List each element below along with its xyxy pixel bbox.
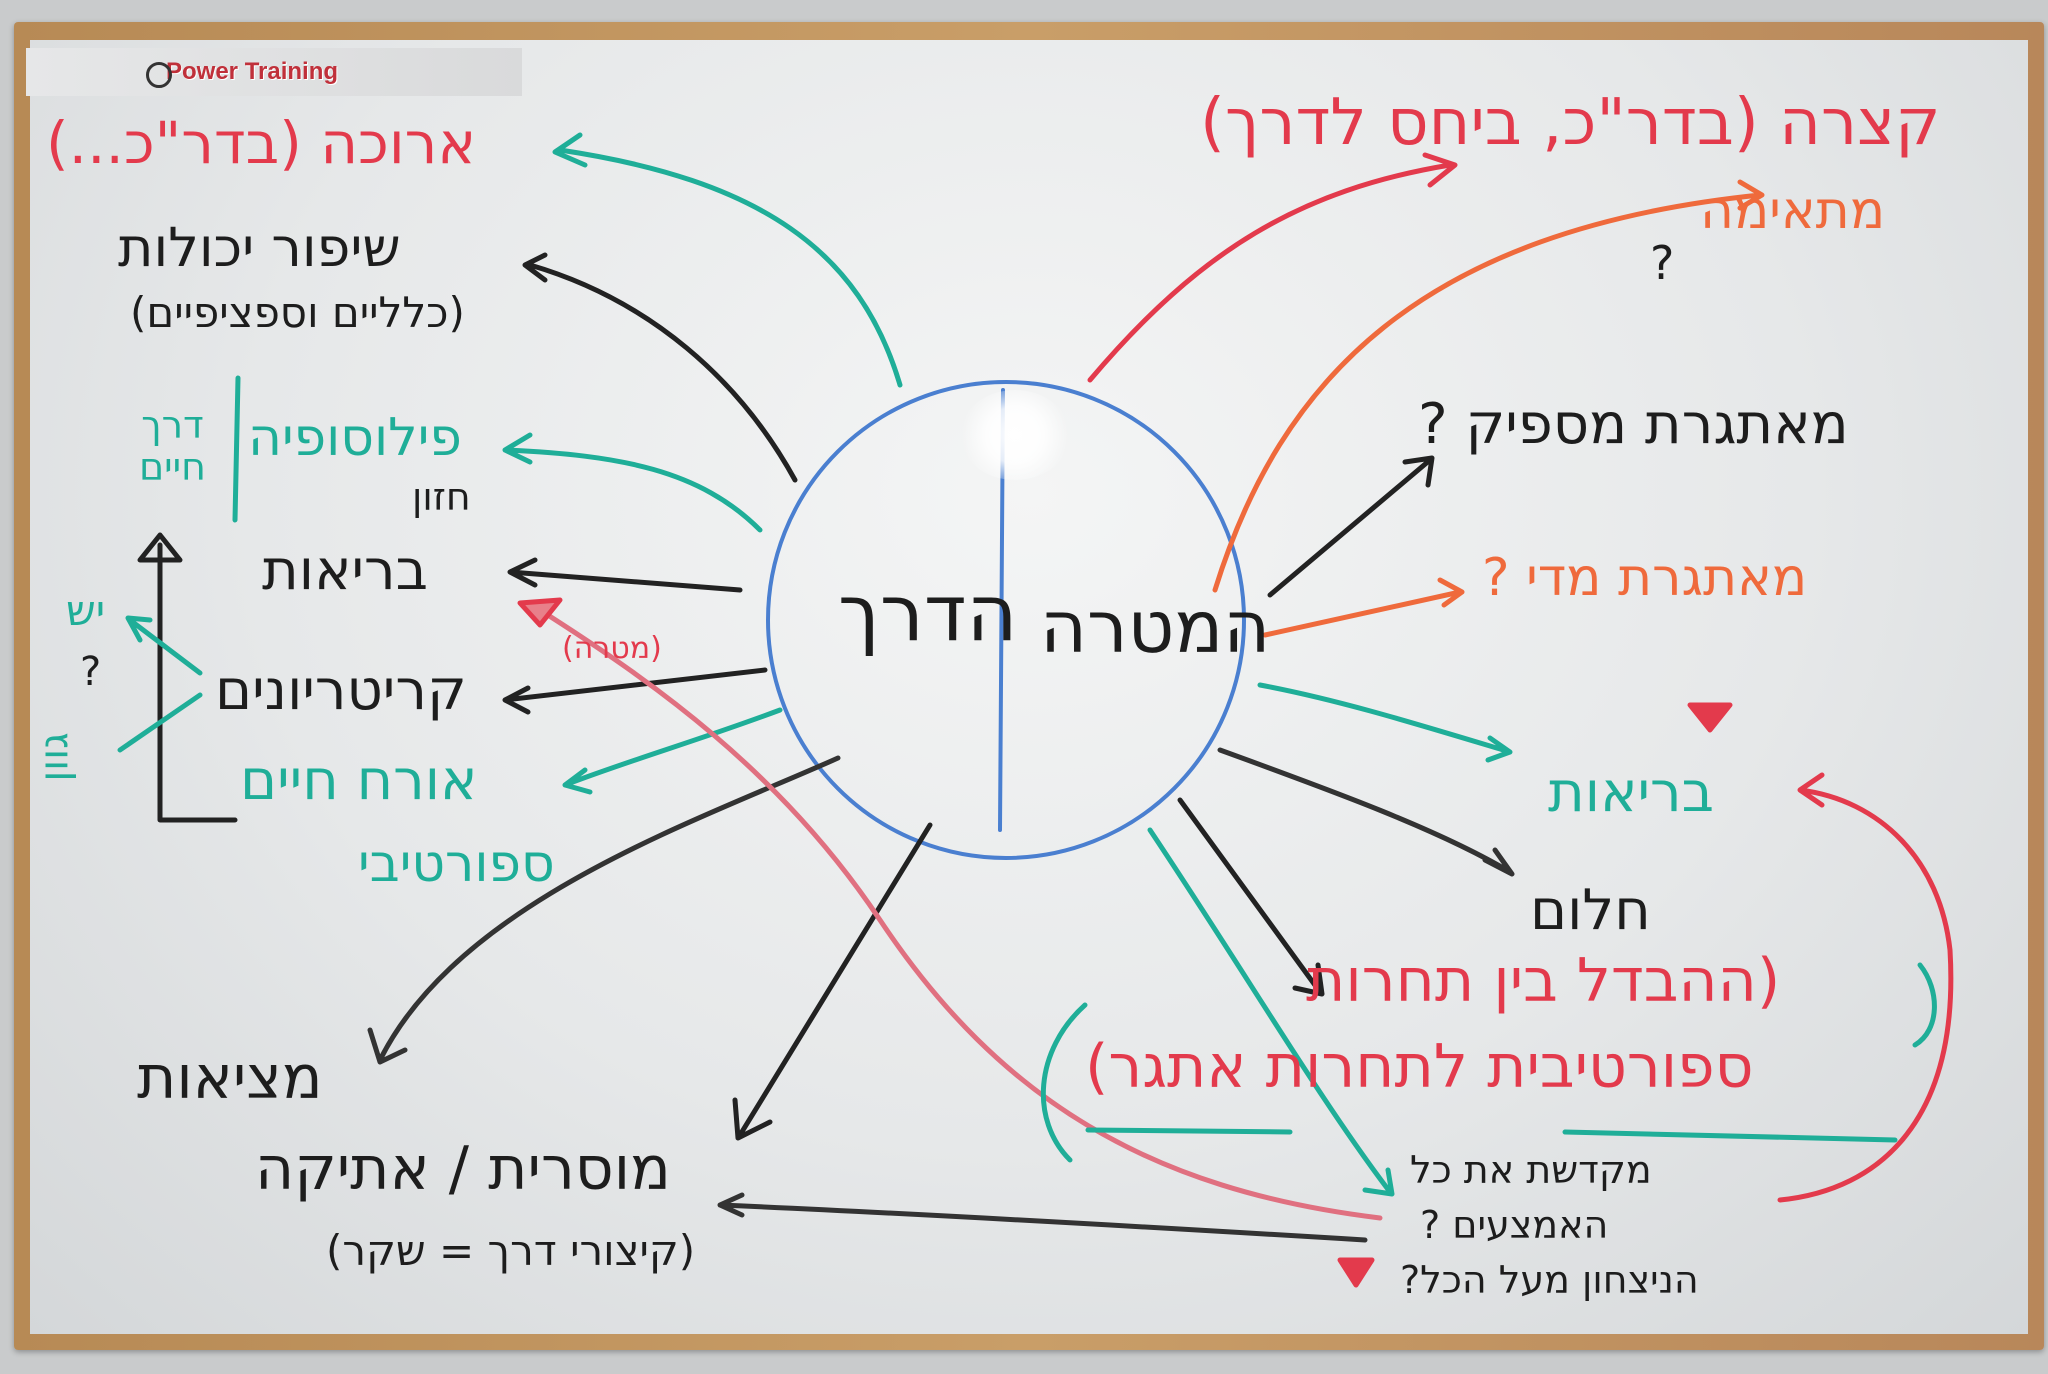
label-suitable: מתאימה [1700, 181, 1886, 241]
arrow-reality [367, 755, 841, 1065]
arrow-ends-to-moral [717, 1192, 1368, 1243]
label-short: קצרה (בדר"כ, ביחס לדרך) [1200, 86, 1941, 160]
arrow-criteria [502, 667, 768, 715]
label-criteria: קריטריונים [215, 658, 467, 723]
label-vision: חזון [412, 475, 471, 519]
bicycle-icon [146, 62, 172, 88]
difference-left-bracket [1040, 1002, 1088, 1163]
arrow-lifestyle [562, 707, 783, 795]
red-marker-left [517, 597, 563, 628]
label-goal-note: (מטרה) [562, 631, 662, 666]
label-ends-1: מקדשת את כל [1410, 1148, 1652, 1192]
arrow-ends [1147, 827, 1395, 1197]
philosophy-divider [232, 375, 241, 523]
logo: Power Training [26, 48, 522, 96]
label-yes: יש [66, 586, 106, 635]
label-philosophy: פילוסופיה [248, 408, 462, 468]
arrow-philosophy [502, 432, 763, 533]
label-question: ? [80, 649, 102, 695]
logo-text: Power Training [166, 58, 339, 85]
center-way: הדרך [838, 569, 1018, 659]
label-long: ארוכה (בדר"כ...) [46, 109, 477, 177]
label-lifestyle: אורח חיים [240, 748, 478, 813]
red-link-right [1777, 772, 1954, 1203]
label-skills-note: (כלליים וספציפיים) [130, 288, 465, 337]
arrow-too-challenging [1262, 577, 1465, 638]
label-suitable-q: ? [1650, 236, 1675, 290]
label-ends-3: הניצחון מעל הכל? [1400, 1258, 1699, 1302]
arrow-health-left [507, 557, 743, 593]
arrow-health-right [1257, 682, 1513, 763]
label-difference-2: ספורטיבית לתחרות אתגר) [1085, 1032, 1754, 1102]
arrow-moral [732, 822, 933, 1141]
criteria-green-arrows [117, 615, 203, 753]
label-health-left: בריאות [262, 538, 429, 603]
arrow-difference [1177, 797, 1325, 997]
underline-1 [1085, 1127, 1293, 1135]
light-glare [960, 390, 1070, 480]
arrow-short [1087, 152, 1458, 383]
whiteboard [30, 40, 2028, 1334]
label-health-right: בריאות [1548, 760, 1715, 825]
red-marker-bottom [1337, 1257, 1375, 1288]
arrow-long [552, 132, 903, 388]
red-link-curve [537, 607, 1383, 1221]
underline-2 [1562, 1129, 1898, 1143]
label-sporty: ספורטיבי [358, 834, 555, 894]
arrow-dream [1217, 747, 1515, 877]
label-way-of-life: דרך חיים [138, 403, 207, 489]
arrow-skills [522, 252, 798, 483]
label-skills: שיפור יכולות [118, 216, 401, 279]
label-ends-2: האמצעים ? [1420, 1203, 1609, 1247]
center-goal: המטרה [1040, 585, 1271, 669]
arrow-challenging-enough [1267, 455, 1435, 598]
difference-right-bracket [1912, 962, 1937, 1048]
label-moral-note: (קיצורי דרך = שקר) [326, 1226, 696, 1275]
label-too-challenging: מאתגרת מדי ? [1482, 548, 1808, 608]
criteria-bracket [137, 532, 238, 823]
label-variety: גוון [31, 732, 78, 782]
red-marker-right [1687, 702, 1733, 733]
label-reality: מציאות [137, 1043, 323, 1113]
arrow-suitable [1212, 179, 1765, 593]
label-difference-1: (ההבדל בין תחרות [1306, 946, 1781, 1016]
label-dream: חלום [1530, 878, 1651, 943]
label-moral: מוסרית / אתיקה [255, 1134, 671, 1204]
label-challenging-enough: מאתגרת מספיק ? [1418, 392, 1849, 457]
